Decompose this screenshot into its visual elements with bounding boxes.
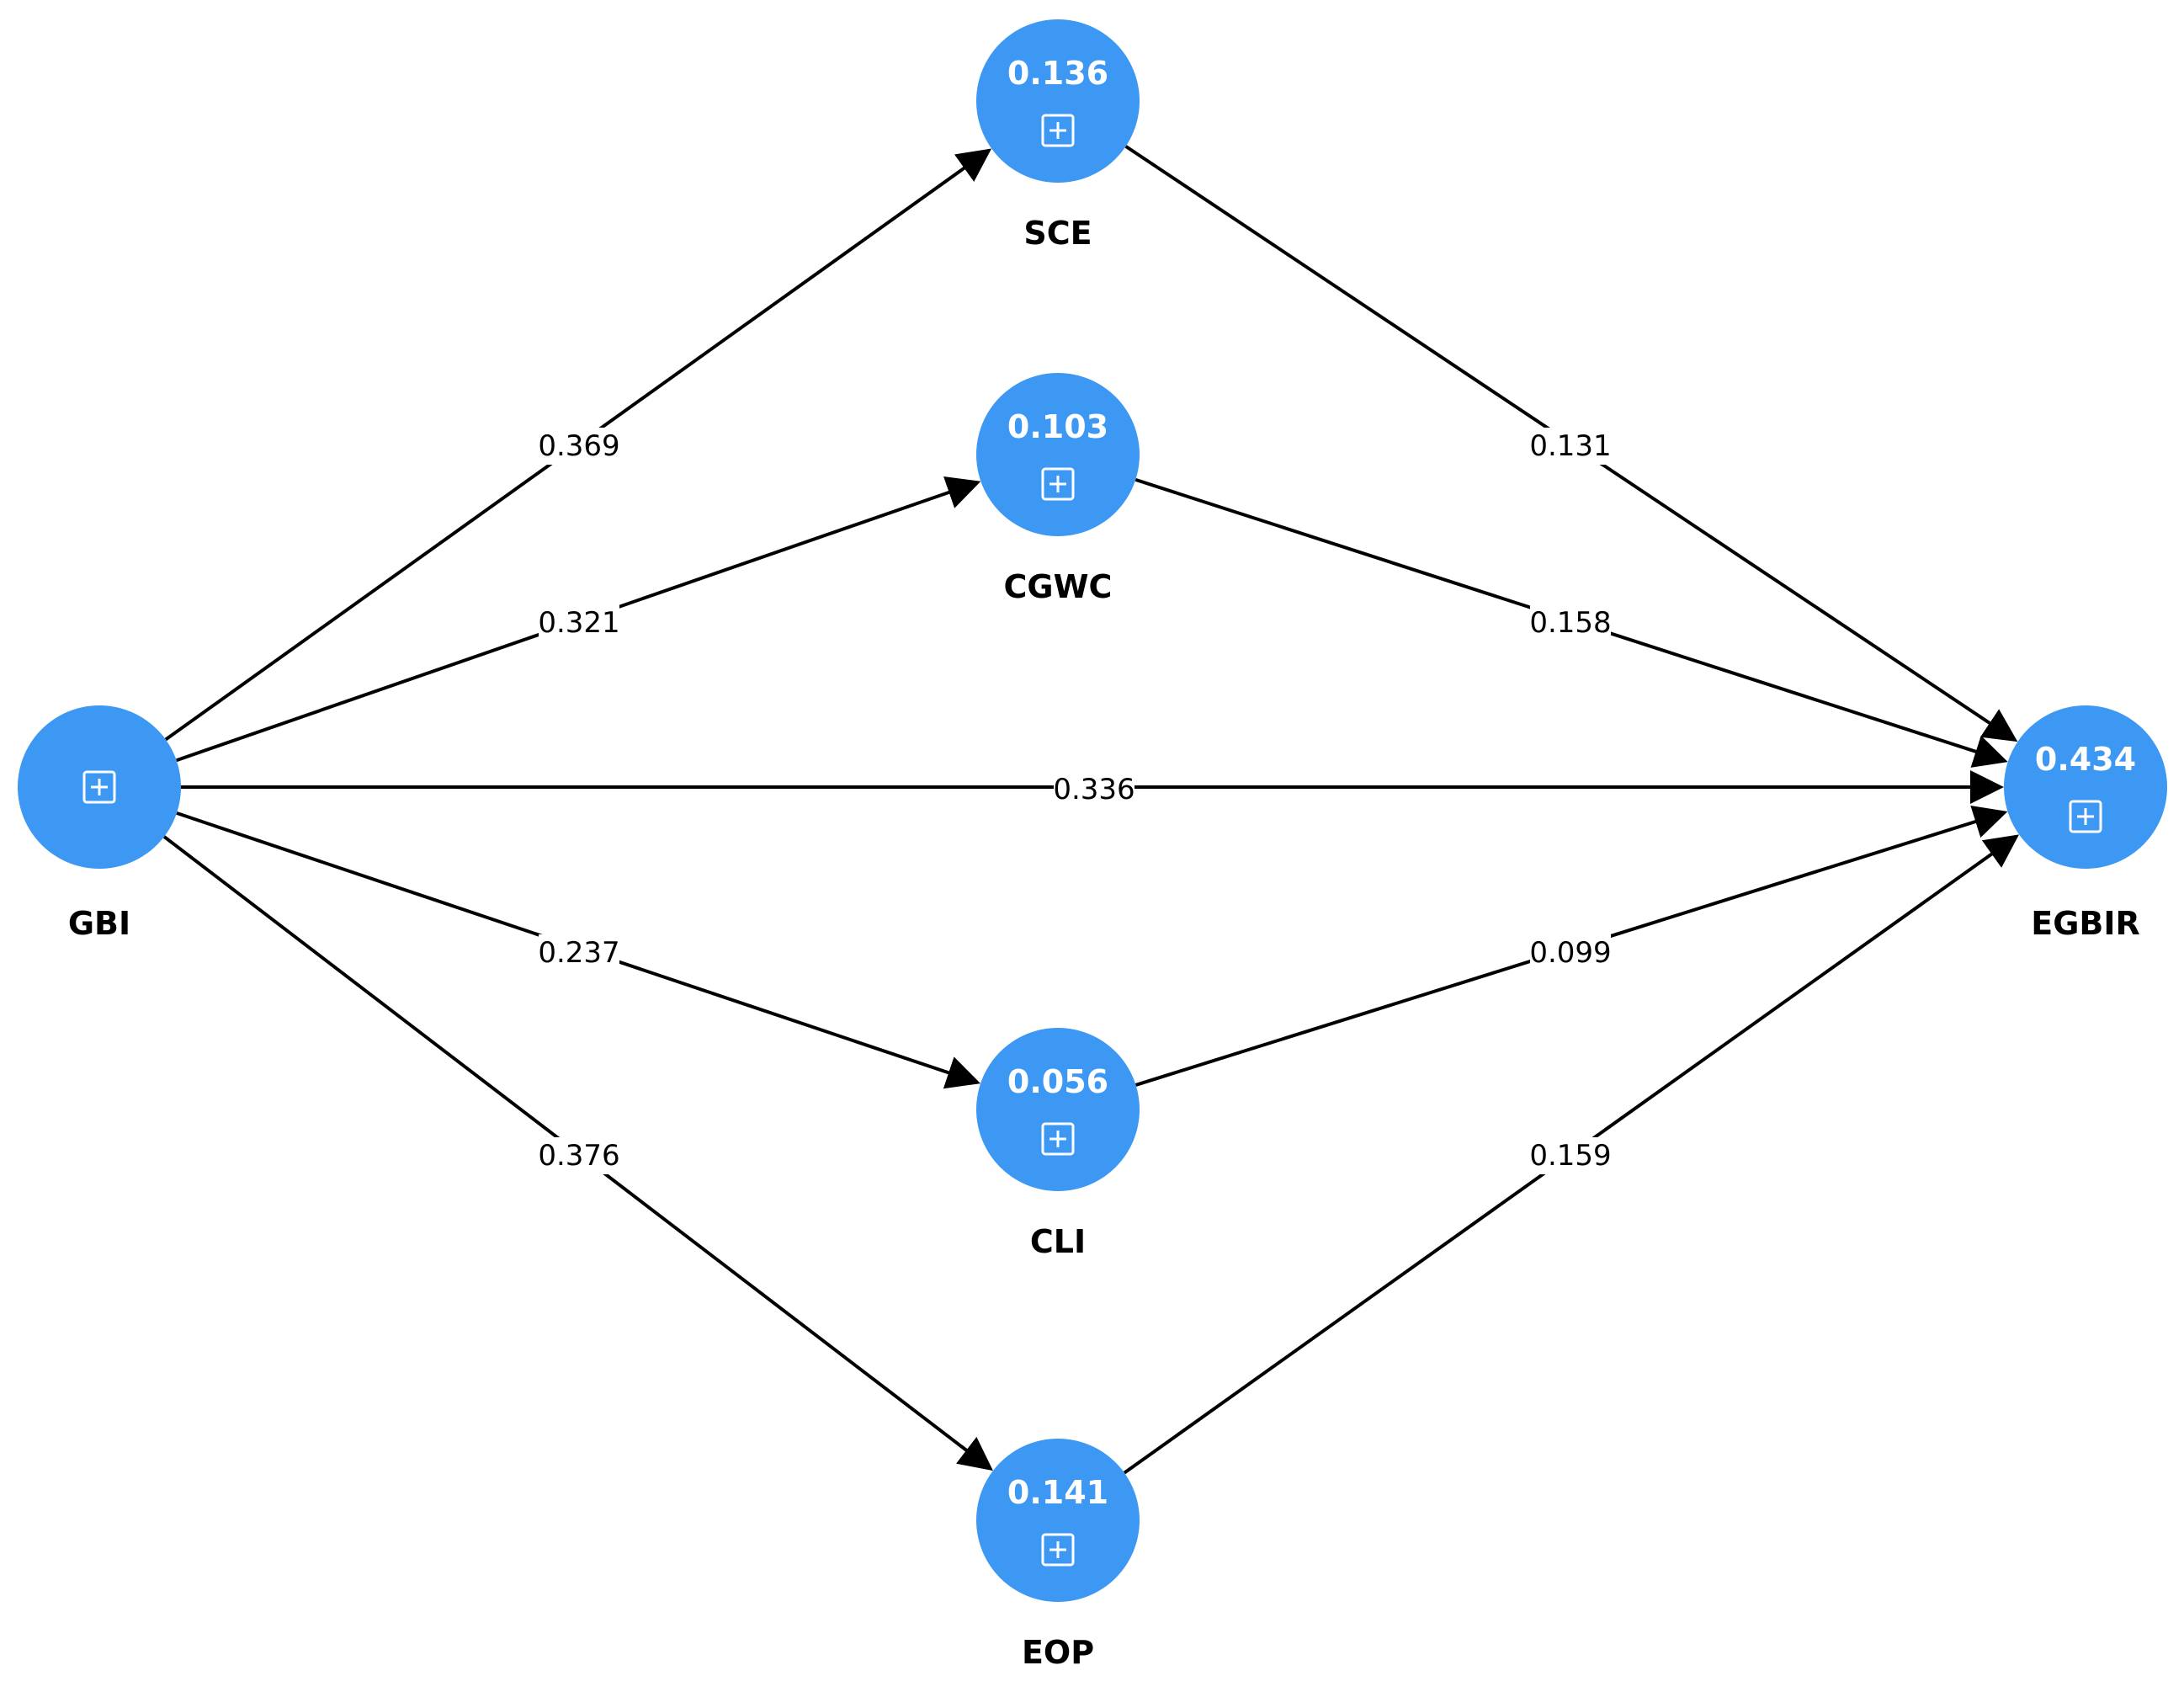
edge-label-background bbox=[539, 428, 619, 465]
edge-label-background bbox=[1530, 604, 1611, 641]
edge-label-sce-egbir: 0.131 bbox=[1529, 428, 1612, 465]
edge-coefficient: 0.336 bbox=[1053, 773, 1135, 806]
edge-coefficient: 0.376 bbox=[538, 1139, 619, 1173]
node-r-squared: 0.141 bbox=[1007, 1474, 1108, 1511]
expand-plus-icon[interactable] bbox=[1041, 1122, 1075, 1156]
edge-coefficient: 0.131 bbox=[1529, 429, 1611, 463]
node-label-egbir: EGBIR bbox=[2031, 905, 2140, 942]
edge-label-gbi-cli: 0.237 bbox=[538, 934, 620, 971]
edge-label-gbi-egbir: 0.336 bbox=[1053, 771, 1135, 808]
edge-label-background bbox=[1530, 934, 1611, 971]
edge-coefficient: 0.321 bbox=[538, 606, 619, 640]
edge-label-background bbox=[1530, 1137, 1611, 1174]
node-cgwc[interactable]: 0.103 bbox=[976, 373, 1140, 536]
node-r-squared: 0.434 bbox=[2035, 741, 2136, 778]
edge-label-cli-egbir: 0.099 bbox=[1529, 934, 1612, 971]
node-eop[interactable]: 0.141 bbox=[976, 1439, 1140, 1602]
edge-label-background bbox=[539, 934, 619, 971]
edge-coefficient: 0.237 bbox=[538, 936, 619, 970]
node-circle[interactable] bbox=[976, 373, 1140, 536]
edge-label-cgwc-egbir: 0.158 bbox=[1529, 604, 1612, 641]
edge-coefficient: 0.369 bbox=[538, 429, 619, 463]
node-label-gbi: GBI bbox=[68, 905, 130, 942]
node-gbi[interactable] bbox=[18, 705, 181, 869]
expand-plus-icon[interactable] bbox=[1041, 114, 1075, 147]
node-circle[interactable] bbox=[976, 19, 1140, 183]
edge-label-background bbox=[1054, 771, 1135, 808]
edge-label-gbi-eop: 0.376 bbox=[538, 1137, 620, 1174]
node-r-squared: 0.056 bbox=[1007, 1063, 1108, 1100]
node-label-sce: SCE bbox=[1023, 215, 1092, 252]
edge-label-eop-egbir: 0.159 bbox=[1529, 1137, 1612, 1174]
expand-plus-icon[interactable] bbox=[82, 770, 116, 804]
expand-plus-icon[interactable] bbox=[1041, 1533, 1075, 1567]
node-cli[interactable]: 0.056 bbox=[976, 1028, 1140, 1191]
node-circle[interactable] bbox=[976, 1028, 1140, 1191]
node-circle[interactable] bbox=[976, 1439, 1140, 1602]
edge-label-background bbox=[539, 1137, 619, 1174]
edge-label-gbi-sce: 0.369 bbox=[538, 428, 620, 465]
expand-plus-icon[interactable] bbox=[1041, 467, 1075, 501]
edge-label-background bbox=[539, 604, 619, 641]
node-label-eop: EOP bbox=[1022, 1634, 1094, 1671]
edge-coefficient: 0.099 bbox=[1529, 936, 1611, 970]
node-circle[interactable] bbox=[2004, 705, 2167, 869]
node-label-cgwc: CGWC bbox=[1004, 568, 1113, 605]
node-sce[interactable]: 0.136 bbox=[976, 19, 1140, 183]
edge-coefficient: 0.158 bbox=[1529, 606, 1611, 640]
edge-label-gbi-cgwc: 0.321 bbox=[538, 604, 620, 641]
node-egbir[interactable]: 0.434 bbox=[2004, 705, 2167, 869]
edge-coefficient: 0.159 bbox=[1529, 1139, 1611, 1173]
edge-label-background bbox=[1530, 428, 1611, 465]
expand-plus-icon[interactable] bbox=[2069, 800, 2102, 833]
node-r-squared: 0.103 bbox=[1007, 408, 1108, 445]
node-r-squared: 0.136 bbox=[1007, 55, 1108, 92]
node-label-cli: CLI bbox=[1030, 1223, 1086, 1260]
